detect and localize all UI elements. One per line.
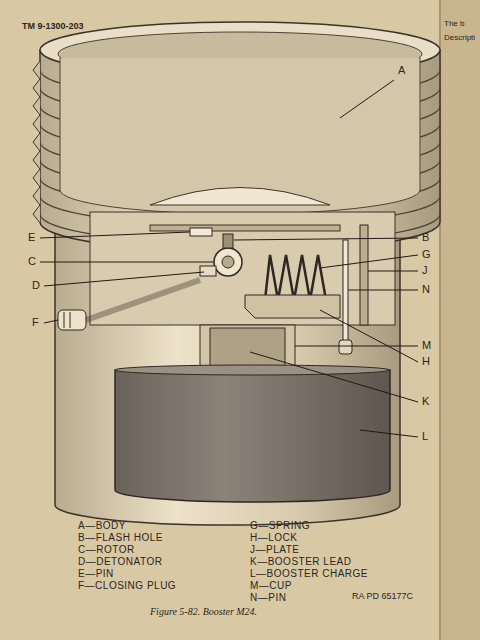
callout-letter: H <box>422 355 430 367</box>
callout-letter: A <box>398 64 405 76</box>
key-entry: C—ROTOR <box>78 544 135 555</box>
key-entry: A—BODY <box>78 520 126 531</box>
housing <box>90 212 395 325</box>
key-entry: G—SPRING <box>250 520 310 531</box>
booster-charge <box>115 370 390 502</box>
spring <box>265 255 326 300</box>
thread-tooth <box>33 79 40 97</box>
pin-n <box>343 240 348 352</box>
page-header: TM 9-1300-203 <box>22 22 84 32</box>
rotor <box>214 248 242 276</box>
flash-hole <box>223 234 233 248</box>
callout-letter: F <box>32 316 39 328</box>
callout-letter: M <box>422 339 431 351</box>
pin-e <box>190 228 212 236</box>
figure-caption: Figure 5-82. Booster M24. <box>150 606 257 617</box>
plate-number: RA PD 65177C <box>352 592 413 602</box>
housing-top <box>150 225 340 231</box>
thread-tooth <box>33 205 40 223</box>
callout-letter: C <box>28 255 36 267</box>
facing-page-text: Descripti <box>444 34 475 43</box>
inner-dome <box>150 188 330 206</box>
thread-tooth <box>33 97 40 115</box>
callout-letter: N <box>422 283 430 295</box>
pin-n-head <box>339 340 352 354</box>
facing-page-text: The b <box>444 20 464 29</box>
callout-letter: L <box>422 430 428 442</box>
key-entry: L—BOOSTER CHARGE <box>250 568 368 579</box>
inner-wall <box>60 58 420 214</box>
thread-tooth <box>33 151 40 169</box>
plate <box>360 225 368 325</box>
booster-lead <box>210 328 285 370</box>
closing-plug <box>58 280 200 330</box>
callout-letter: G <box>422 248 431 260</box>
key-entry: N—PIN <box>250 592 286 603</box>
key-entry: D—DETONATOR <box>78 556 162 567</box>
rotor-bore <box>222 256 234 268</box>
key-entry: F—CLOSING PLUG <box>78 580 176 591</box>
key-entry: K—BOOSTER LEAD <box>250 556 351 567</box>
charge-top <box>115 365 389 375</box>
key-entry: M—CUP <box>250 580 292 591</box>
thread-tooth <box>33 115 40 133</box>
thread-tooth <box>33 133 40 151</box>
callout-letter: J <box>422 264 428 276</box>
callout-letter: D <box>32 279 40 291</box>
callout-letter: K <box>422 395 429 407</box>
detonator <box>200 266 216 276</box>
callout-letter: E <box>28 231 35 243</box>
thread-tooth <box>33 187 40 205</box>
thread-tooth <box>33 169 40 187</box>
callout-letter: B <box>422 231 429 243</box>
leader-lines <box>40 80 418 437</box>
key-entry: H—LOCK <box>250 532 297 543</box>
thread-tooth <box>33 61 40 79</box>
key-entry: B—FLASH HOLE <box>78 532 163 543</box>
facing-page <box>440 0 480 640</box>
key-entry: J—PLATE <box>250 544 299 555</box>
lock <box>245 295 340 318</box>
key-entry: E—PIN <box>78 568 114 579</box>
